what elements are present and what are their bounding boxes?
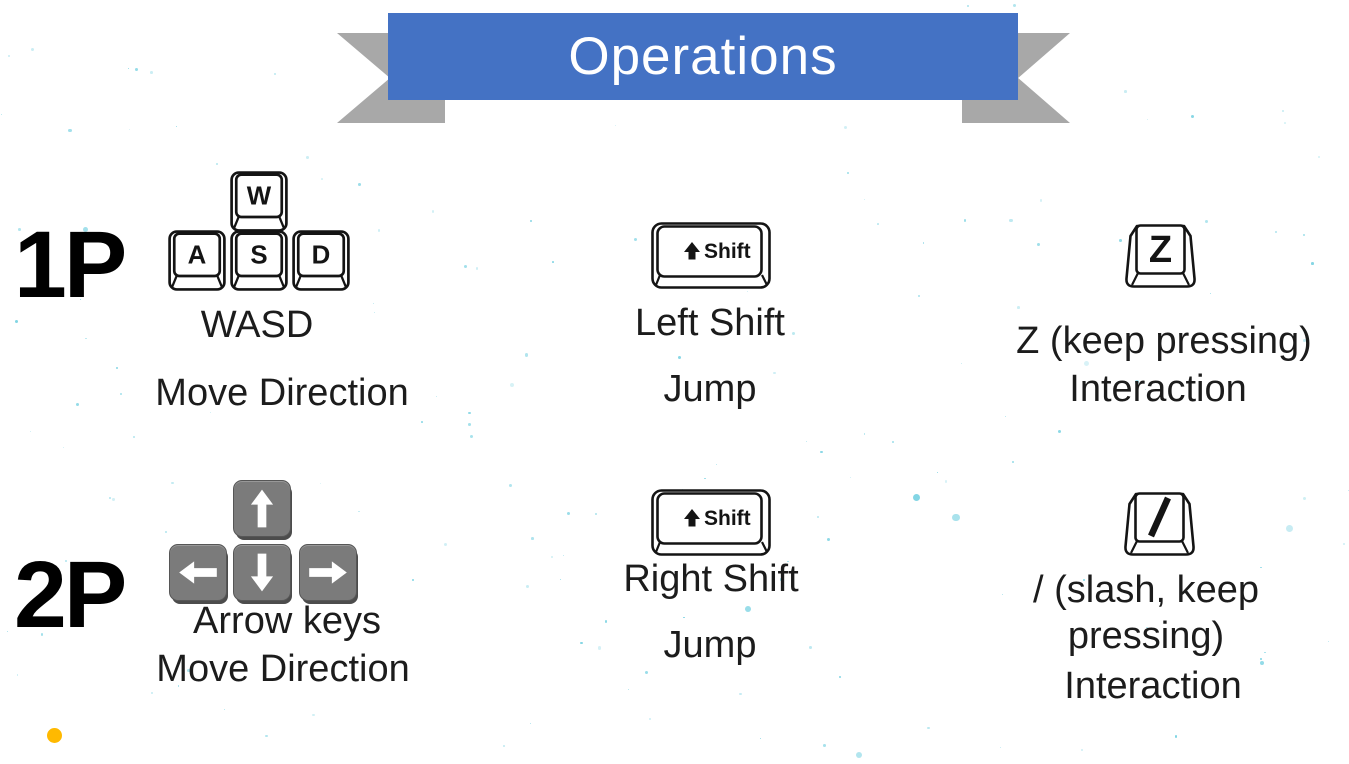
key-d-label: D (312, 241, 331, 269)
key-w-label: W (247, 182, 272, 210)
p2-interact-action-caption: Interaction (1064, 665, 1242, 707)
yellow-bullet-dot (47, 728, 62, 743)
key-a-label: A (188, 241, 207, 269)
key-d-icon: D (292, 230, 350, 291)
p1-jump-keys-caption: Left Shift (635, 302, 785, 344)
p2-move-action-caption: Move Direction (156, 648, 410, 690)
arrow-left-key-icon (169, 544, 227, 601)
right-shift-key-icon: Shift (651, 489, 771, 556)
title-banner: Operations (388, 13, 1018, 100)
p2-jump-keys-caption: Right Shift (623, 558, 799, 600)
key-z-icon: Z (1123, 223, 1198, 296)
p2-move-keys-caption: Arrow keys (193, 600, 381, 642)
arrow-down-key-icon (233, 544, 291, 601)
page-title: Operations (568, 27, 838, 86)
player1-label: 1P (14, 212, 127, 318)
key-s-label: S (250, 241, 267, 269)
p1-move-keys-caption: WASD (200, 304, 314, 346)
arrow-up-key-icon (233, 480, 291, 537)
key-s-icon: S (230, 230, 288, 291)
arrow-right-key-icon (299, 544, 357, 601)
p1-interact-keys-caption: Z (keep pressing) (1016, 320, 1312, 362)
shift-key-label: Shift (704, 507, 751, 530)
shift-up-arrow-icon (684, 509, 700, 527)
key-a-icon: A (168, 230, 226, 291)
player2-label: 2P (14, 542, 127, 648)
left-shift-key-icon: Shift (651, 222, 771, 289)
p1-interact-action-caption: Interaction (1069, 368, 1247, 410)
p2-jump-action-caption: Jump (663, 624, 757, 666)
p1-move-action-caption: Move Direction (155, 372, 409, 414)
p1-jump-action-caption: Jump (663, 368, 757, 410)
shift-key-label: Shift (704, 240, 751, 263)
p2-interact-keys-caption: / (slash, keep pressing) (1033, 569, 1259, 658)
key-z-label: Z (1149, 229, 1172, 271)
key-w-icon: W (230, 171, 288, 232)
key-slash-icon (1122, 491, 1197, 564)
shift-up-arrow-icon (684, 242, 700, 260)
